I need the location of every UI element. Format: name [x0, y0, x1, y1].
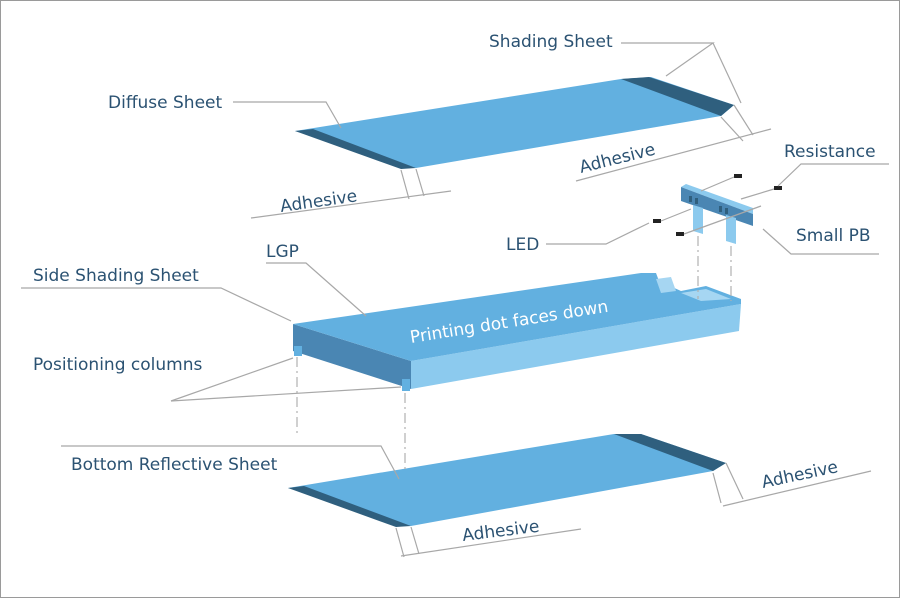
diffuse-sheet [295, 77, 734, 169]
label-adhesive-top-right: Adhesive [577, 140, 657, 178]
positioning-column [294, 346, 302, 356]
shading-sheet-strip [621, 77, 734, 116]
lgp [293, 273, 741, 391]
led-component [653, 219, 661, 223]
label-side-shading-sheet: Side Shading Sheet [33, 266, 199, 286]
label-positioning-columns: Positioning columns [33, 355, 202, 375]
small-pb-with-led [653, 174, 782, 301]
resistance-component [774, 186, 782, 190]
adhesive-strip-left [295, 129, 416, 169]
leader-lines [21, 42, 889, 558]
label-adhesive-top-left: Adhesive [279, 186, 358, 217]
positioning-column [402, 379, 410, 391]
label-resistance: Resistance [784, 142, 876, 162]
label-small-pb: Small PB [796, 226, 871, 246]
label-lgp: LGP [266, 242, 299, 262]
label-shading-sheet: Shading Sheet [489, 32, 613, 52]
label-bottom-reflective-sheet: Bottom Reflective Sheet [71, 455, 278, 475]
side-shading-sheet [293, 324, 411, 389]
resistance-component [734, 174, 742, 178]
led-component [676, 232, 684, 236]
bottom-reflective-sheet [288, 434, 726, 527]
label-diffuse-sheet: Diffuse Sheet [108, 93, 223, 113]
label-led: LED [506, 235, 539, 255]
